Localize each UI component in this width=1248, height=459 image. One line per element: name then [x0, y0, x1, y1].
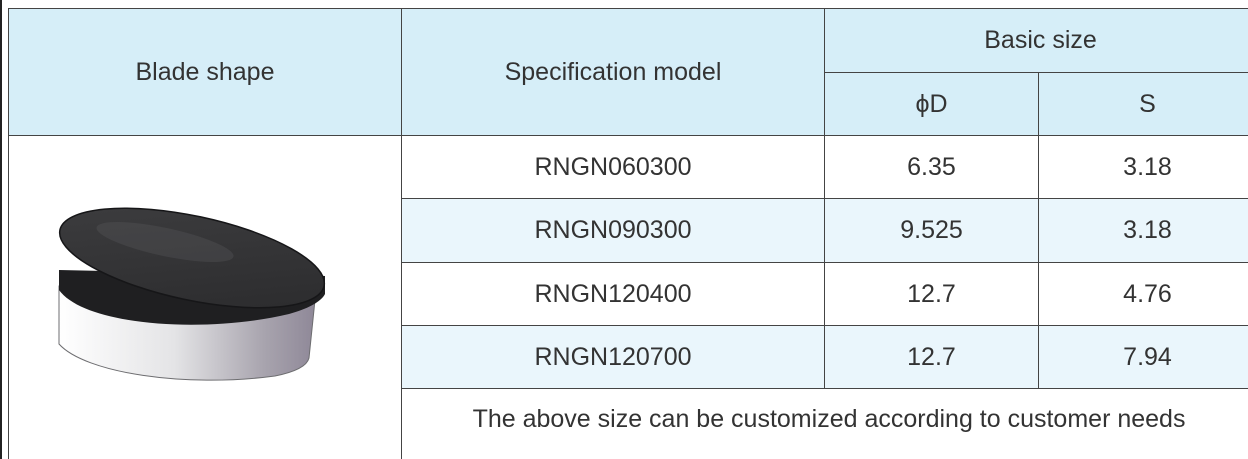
cell-model: RNGN060300	[401, 135, 825, 199]
cell-diameter: 12.7	[824, 325, 1039, 389]
header-blade-shape: Blade shape	[8, 8, 402, 136]
cell-model: RNGN120400	[401, 262, 825, 326]
cell-thickness: 3.18	[1037, 135, 1248, 199]
cell-diameter: 9.525	[824, 198, 1039, 263]
header-basic-size: Basic size	[823, 8, 1248, 73]
cell-diameter: 12.7	[824, 262, 1039, 326]
header-specification-model: Specification model	[401, 8, 825, 136]
page-left-border	[0, 0, 2, 459]
blade-shape-cell	[8, 135, 402, 459]
round-pcd-insert-icon	[58, 207, 326, 381]
header-diameter: ϕD	[824, 72, 1039, 136]
header-thickness: S	[1037, 72, 1248, 136]
spec-table: Blade shape Specification model Basic si…	[8, 8, 1248, 459]
table-row: RNGN060300 6.35 3.18	[8, 135, 1248, 459]
cell-thickness: 7.94	[1037, 325, 1248, 389]
customization-note: The above size can be customized accordi…	[400, 388, 1248, 459]
header-row-1: Blade shape Specification model Basic si…	[8, 8, 1248, 136]
cell-thickness: 3.18	[1037, 198, 1248, 263]
cell-thickness: 4.76	[1037, 262, 1248, 326]
cell-model: RNGN090300	[401, 198, 825, 263]
cell-model: RNGN120700	[401, 325, 825, 389]
note-row: The above size can be customized accordi…	[9, 388, 1248, 459]
cell-diameter: 6.35	[824, 135, 1039, 199]
